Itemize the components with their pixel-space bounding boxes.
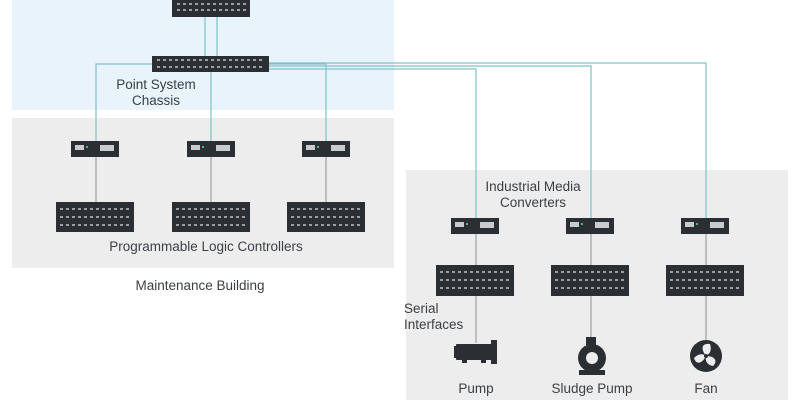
point-system-chassis (152, 56, 269, 72)
label-point-system-chassis: Point System Chassis (116, 77, 196, 108)
media-converter (302, 141, 350, 157)
cables (95, 17, 707, 222)
centrifugal-pump-icon (578, 337, 606, 375)
plc (287, 202, 365, 232)
plc (172, 202, 250, 232)
media-converter (187, 141, 235, 157)
plc (56, 202, 134, 232)
label-serial-interfaces: Serial Interfaces (404, 301, 464, 332)
top-zone (12, 0, 394, 110)
label-sludge-pump: Sludge Pump (551, 381, 633, 396)
fan-icon (690, 340, 722, 372)
serial-links (95, 156, 707, 343)
label-industrial-media-converters: Industrial Media Converters (485, 179, 581, 210)
label-fan: Fan (694, 381, 718, 396)
serial-interface (551, 265, 629, 296)
label-programmable-logic-controllers: Programmable Logic Controllers (109, 239, 303, 254)
serial-interface (666, 265, 744, 296)
industrial-media-converter (566, 218, 614, 234)
label-maintenance-building: Maintenance Building (135, 278, 265, 293)
industrial-media-converter (451, 218, 499, 234)
serial-interface (436, 265, 514, 296)
core-switch (172, 0, 250, 17)
motor-pump-icon (454, 340, 497, 364)
industrial-media-converter (681, 218, 729, 234)
media-converter (71, 141, 119, 157)
label-pump: Pump (458, 381, 494, 396)
